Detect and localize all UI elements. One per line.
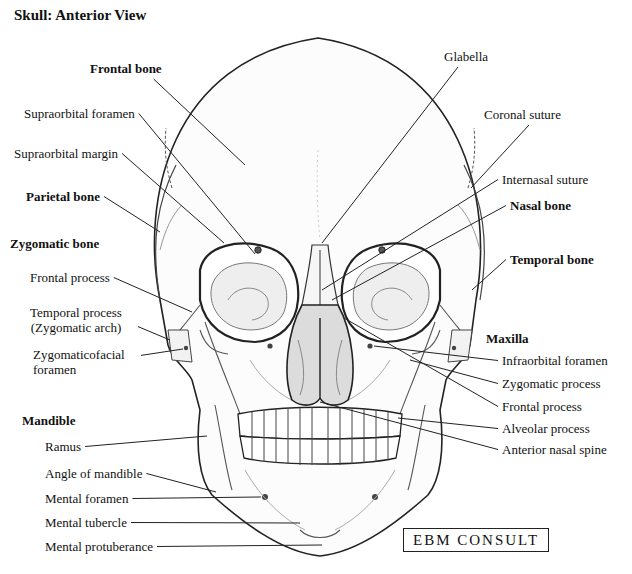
leader-line (132, 497, 261, 499)
part-label: Zygomaticofacial foramen (33, 347, 137, 377)
leader-line (157, 545, 322, 547)
diagram-title: Skull: Anterior View (14, 6, 146, 24)
logo-text: EBM CONSULT (413, 531, 539, 549)
leader-line (138, 327, 170, 340)
part-label: Mental foramen (45, 491, 128, 506)
leader-line (104, 197, 160, 233)
leader-line (114, 278, 192, 313)
bone-name: Parietal bone (26, 189, 100, 204)
bone-name: Frontal bone (90, 61, 162, 76)
bone-name: Zygomatic bone (10, 236, 99, 251)
part-label: Zygomatic process (502, 376, 601, 391)
part-label: Glabella (444, 49, 488, 64)
part-label: Supraorbital margin (14, 146, 118, 161)
part-label: Alveolar process (502, 421, 590, 436)
part-label: Mental tubercle (45, 515, 127, 530)
leader-line (344, 318, 498, 407)
leader-line (472, 260, 506, 291)
bone-name: Mandible (22, 413, 75, 428)
leader-line (122, 154, 224, 244)
leader-line (154, 79, 245, 165)
leader-line (146, 474, 216, 493)
part-label: Temporal process (Zygomatic arch) (18, 305, 134, 335)
leader-line (131, 522, 300, 524)
leader-line (374, 346, 498, 361)
bone-name: Maxilla (486, 331, 529, 346)
leader-line (322, 180, 498, 291)
part-label: Coronal suture (484, 107, 561, 122)
part-label: Internasal suture (502, 172, 588, 187)
part-label: Frontal process (502, 399, 582, 414)
leader-line (85, 436, 207, 447)
part-label: Angle of mandible (45, 466, 142, 481)
leader-line (141, 349, 183, 355)
part-label: Mental protuberance (45, 539, 153, 554)
bone-name: Temporal bone (510, 252, 594, 267)
leader-line (332, 206, 506, 301)
part-label: Frontal process (30, 270, 110, 285)
leader-line (320, 402, 498, 450)
leader-line (322, 67, 458, 243)
part-label: Supraorbital foramen (24, 106, 135, 121)
logo-box: EBM CONSULT (403, 528, 549, 552)
bone-name: Nasal bone (510, 198, 571, 213)
part-label: Anterior nasal spine (502, 442, 607, 457)
part-label: Infraorbital foramen (502, 353, 608, 368)
part-label: Ramus (45, 439, 81, 454)
